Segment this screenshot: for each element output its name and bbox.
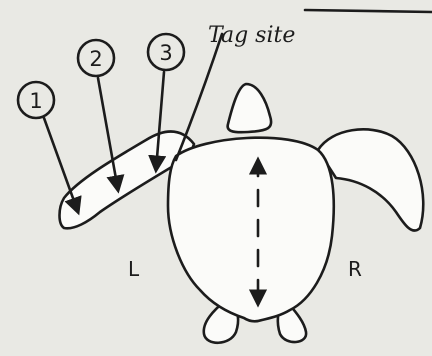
edge-line [305, 10, 432, 12]
tag-site-label: Tag site [208, 23, 295, 48]
turtle-body [168, 138, 334, 322]
callout-arrow-1 [44, 118, 78, 212]
turtle-head [228, 84, 272, 132]
side-label-left: L [128, 257, 140, 281]
side-label-right: R [348, 257, 362, 281]
callout-label-1: 1 [29, 89, 42, 113]
callout-label-2: 2 [89, 47, 102, 71]
callout-label-3: 3 [159, 41, 172, 65]
